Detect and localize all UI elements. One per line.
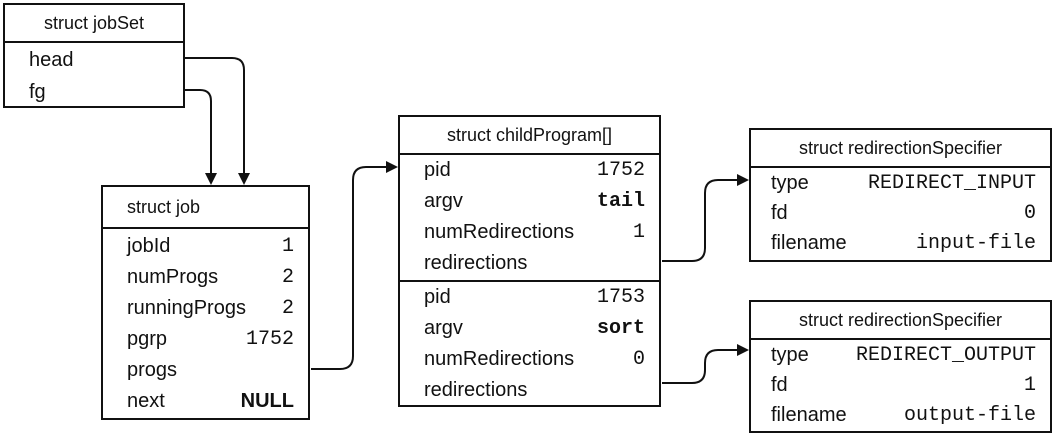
- arrow-progs-to-childprogram: [311, 161, 398, 370]
- field-value: 1752: [596, 159, 645, 182]
- arrow-head-to-job: [185, 57, 250, 185]
- job-field-next: next NULL: [103, 386, 308, 417]
- field-name: redirections: [424, 379, 528, 401]
- job-field-runningprogs: runningProgs 2: [103, 293, 308, 324]
- jobset-title: struct jobSet: [5, 5, 183, 43]
- child1-field-pid: pid 1753: [400, 282, 659, 313]
- field-value: output-file: [903, 404, 1036, 427]
- jobset-box: struct jobSet head fg: [3, 3, 185, 108]
- job-box: struct job jobId 1 numProgs 2 runningPro…: [101, 185, 310, 420]
- child0-field-argv: argv tail: [400, 186, 659, 217]
- jobset-field-fg: fg: [5, 77, 183, 108]
- field-name: filename: [771, 404, 847, 426]
- field-name: fd: [771, 374, 788, 396]
- child0-field-numredirections: numRedirections 1: [400, 217, 659, 248]
- field-value: 2: [281, 266, 294, 289]
- job-field-progs: progs: [103, 355, 308, 386]
- redir2-field-filename: filename output-file: [751, 400, 1050, 431]
- field-value: 1: [632, 221, 645, 244]
- field-value: 1752: [245, 328, 294, 351]
- field-name: type: [771, 344, 809, 366]
- field-value: 1: [1023, 374, 1036, 397]
- child1-field-argv: argv sort: [400, 313, 659, 344]
- field-name: type: [771, 172, 809, 194]
- field-name: argv: [424, 317, 463, 339]
- child1-field-numredirections: numRedirections 0: [400, 344, 659, 375]
- field-value: 2: [281, 297, 294, 320]
- field-name: numRedirections: [424, 348, 575, 370]
- field-value: 1: [281, 235, 294, 258]
- field-value: REDIRECT_OUTPUT: [855, 344, 1036, 367]
- field-value: tail: [596, 190, 645, 213]
- redir1-field-filename: filename input-file: [751, 228, 1050, 259]
- field-value: NULL: [240, 390, 294, 412]
- entry-divider: [400, 280, 659, 282]
- field-name: numRedirections: [424, 221, 575, 243]
- field-name: pid: [424, 286, 451, 308]
- redir2-field-fd: fd 1: [751, 370, 1050, 401]
- field-name: jobId: [127, 235, 171, 257]
- field-name: fg: [29, 81, 46, 103]
- redirection-output-title: struct redirectionSpecifier: [751, 302, 1050, 340]
- job-field-jobid: jobId 1: [103, 231, 308, 262]
- arrow-fg-to-job: [185, 89, 217, 185]
- field-name: next: [127, 390, 165, 412]
- child1-field-redirections: redirections: [400, 375, 659, 406]
- childprogram-box: struct childProgram[] pid 1752 argv tail…: [398, 115, 661, 407]
- child0-field-pid: pid 1752: [400, 155, 659, 186]
- redirection-input-box: struct redirectionSpecifier type REDIREC…: [749, 128, 1052, 262]
- field-value: 0: [1023, 202, 1036, 225]
- field-name: runningProgs: [127, 297, 246, 319]
- arrow-redirections-to-output: [662, 344, 749, 384]
- field-name: progs: [127, 359, 178, 381]
- field-value: 1753: [596, 286, 645, 309]
- job-field-pgrp: pgrp 1752: [103, 324, 308, 355]
- arrow-redirections-to-input: [662, 174, 749, 262]
- field-name: filename: [771, 232, 847, 254]
- redir2-field-type: type REDIRECT_OUTPUT: [751, 340, 1050, 371]
- field-value: input-file: [915, 232, 1036, 255]
- child0-field-redirections: redirections: [400, 248, 659, 279]
- redir1-field-fd: fd 0: [751, 198, 1050, 229]
- field-name: pid: [424, 159, 451, 181]
- field-name: head: [29, 49, 74, 71]
- redirection-input-title: struct redirectionSpecifier: [751, 130, 1050, 168]
- field-name: redirections: [424, 252, 528, 274]
- field-name: numProgs: [127, 266, 219, 288]
- childprogram-title: struct childProgram[]: [400, 117, 659, 155]
- redir1-field-type: type REDIRECT_INPUT: [751, 168, 1050, 199]
- redirection-output-box: struct redirectionSpecifier type REDIREC…: [749, 300, 1052, 433]
- field-name: argv: [424, 190, 463, 212]
- job-title: struct job: [103, 187, 308, 229]
- field-name: fd: [771, 202, 788, 224]
- field-value: sort: [596, 317, 645, 340]
- field-name: pgrp: [127, 328, 168, 350]
- job-field-numprogs: numProgs 2: [103, 262, 308, 293]
- field-value: REDIRECT_INPUT: [867, 172, 1036, 195]
- jobset-field-head: head: [5, 45, 183, 76]
- field-value: 0: [632, 348, 645, 371]
